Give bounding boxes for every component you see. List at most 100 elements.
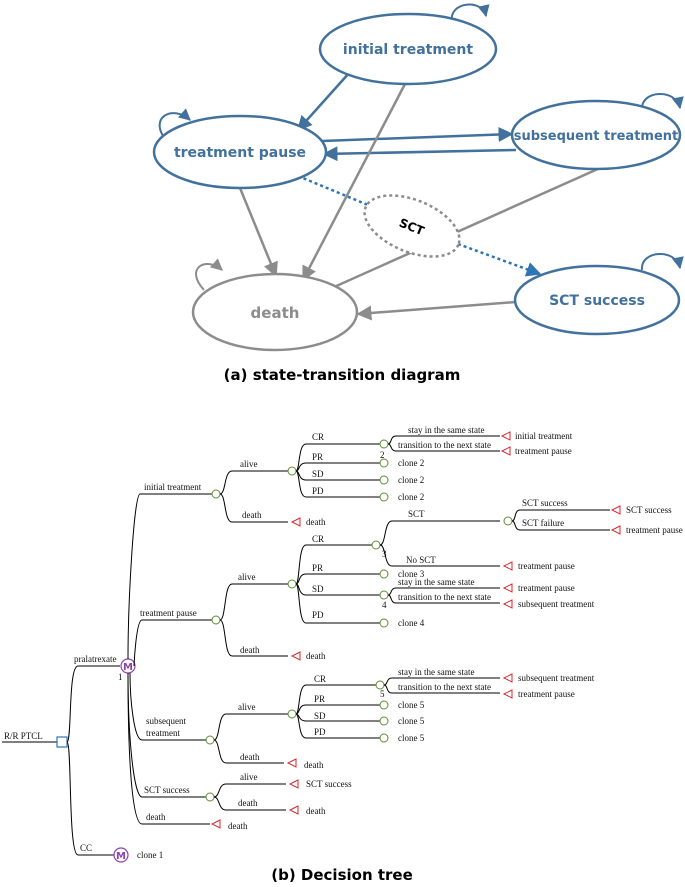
pause-trans-label: transition to the next state [398,592,491,602]
edge-subsequent-alive [213,713,288,741]
terminal-pause-death [290,651,301,661]
subsequent-stay-label: stay in the same state [398,667,474,677]
subsequent-pd-term-label: clone 5 [398,733,425,743]
subsequent-death-label: death [240,752,260,762]
chance-node-initial [211,489,221,499]
pause-pr-label: PR [312,563,323,573]
state-subsequent-treatment [510,99,682,171]
edge-initial-alive [219,470,288,495]
chance-node-pause-sct [503,516,513,526]
terminal-initial-death [290,517,301,527]
markov-index: 1 [118,672,123,682]
chance-node-initial-cr [379,439,389,449]
edge-sct-success-death [213,796,286,811]
terminal-sct-success-alive [288,779,299,789]
pause-no-sct-term-label: treatment pause [518,561,575,571]
edge-markov-death [127,672,210,825]
self-loop-subsequent [640,93,684,111]
clone-node-subsequent-sd [379,716,389,726]
sct-success-death-label: death [238,798,258,808]
terminal-pause-sct-success [610,505,621,515]
clone-node-subsequent-pr [379,700,389,710]
edge-markov-initial [127,493,212,660]
pause-pd-term-label: clone 4 [398,618,425,628]
initial-pd-term-label: clone 2 [398,492,424,502]
edge-subsequent-cr [295,684,376,715]
edge-sct-to-success-dotted [457,242,542,277]
chance-node-sct-success [205,792,215,802]
clone-1-term-label: clone 1 [137,850,163,860]
chance-node-pause-cr [371,540,381,550]
pause-stay-term-label: treatment pause [518,583,575,593]
chance-node-pause-alive [287,579,297,589]
state-sct-success-label: SCT success [549,293,645,309]
edge-pause-pd [295,583,380,624]
edge-sct-success-alive [213,783,286,798]
state-pause-label: treatment pause [174,145,306,161]
terminal-pause-no-sct [502,561,513,571]
pause-sd-label: SD [312,584,324,594]
pause-sct-label: SCT [408,509,425,519]
edge-pause-to-subsequent [321,127,514,143]
edge-pause-sd [295,583,380,596]
subsequent-label-line2: treatment [146,728,180,738]
edge-pause-pr [295,573,380,585]
pause-trans-term-label: subsequent treatment [518,599,595,609]
edge-initial-death [219,493,288,523]
self-loop-initial [450,3,490,23]
initial-pr-label: PR [312,452,323,462]
markov-symbol-pralatrexate: M [123,662,133,673]
initial-treatment-label: initial treatment [144,482,202,492]
pause-pd-label: PD [312,610,324,620]
clone-node-initial-pr [379,458,389,468]
pause-death-label: death [240,645,260,655]
initial-sd-term-label: clone 2 [398,475,424,485]
subsequent-node-index: 5 [380,689,385,699]
state-subsequent-label: subsequent treatment [514,129,679,144]
initial-stay-label: stay in the same state [408,425,484,435]
initial-trans-term-label: treatment pause [515,446,572,456]
initial-pd-label: PD [312,486,324,496]
clone-node-initial-sd [379,475,389,485]
initial-cr-label: CR [312,432,324,442]
chance-node-subsequent [205,735,215,745]
initial-death-term-label: death [306,517,326,527]
terminal-pause-sct-failure [610,525,621,535]
decision-node [56,736,68,748]
sct-success-death-term-label: death [306,806,326,816]
terminal-initial-stay [500,431,511,441]
pause-label: treatment pause [140,608,197,618]
edge-arm-cc [66,741,114,856]
chance-node-initial-alive [287,466,297,476]
edge-initial-sd [295,470,380,481]
edge-pause-no-sct [379,544,500,567]
edge-initial-to-pause [296,71,351,132]
subsequent-trans-label: transition to the next state [398,682,491,692]
edge-initial-trans [387,443,500,452]
subsequent-alive-label: alive [238,702,256,712]
edge-pause-alive [219,583,288,621]
caption-decision-tree: (b) Decision tree [271,866,413,884]
sct-success-alive-label: alive [240,772,258,782]
edge-pause-death [219,619,288,657]
subsequent-sd-label: SD [314,711,326,721]
edge-markov-subsequent [129,672,206,741]
pause-sct-success-term-label: SCT success [626,505,672,515]
subsequent-pr-label: PR [314,694,325,704]
state-treatment-pause [152,114,328,190]
edge-pause-trans [387,594,500,604]
subsequent-death-term-label: death [304,760,324,770]
terminal-subsequent-death [286,758,297,768]
markov-node-cc [113,847,129,863]
subsequent-stay-term-label: subsequent treatment [518,673,595,683]
terminal-initial-trans [500,446,511,456]
edge-subsequent-to-pause [322,146,517,162]
pause-sct-failure-term-label: treatment pause [626,525,683,535]
initial-node-index: 2 [380,450,385,460]
sct-success-branch-label: SCT success [144,785,190,795]
initial-alive-label: alive [240,459,258,469]
clone-node-pause-pd [379,618,389,628]
arm-cc-label: CC [80,843,92,853]
initial-pr-term-label: clone 2 [398,458,424,468]
subsequent-sd-term-label: clone 5 [398,716,425,726]
